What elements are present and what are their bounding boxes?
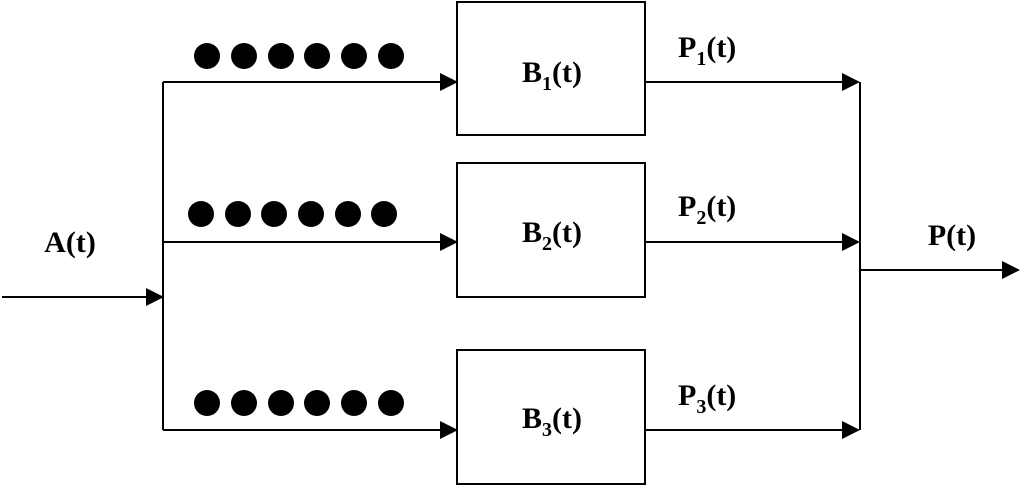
queue-dot	[378, 43, 404, 69]
branch-2-output-arrowhead	[842, 233, 860, 251]
server-box-1	[456, 1, 646, 136]
server-box-2	[456, 162, 646, 298]
server-label-1: B1(t)	[522, 56, 582, 95]
queue-dot	[341, 390, 367, 416]
output-label: P(t)	[928, 219, 976, 252]
queue-dot	[268, 390, 294, 416]
branch-1: B1(t) P1(t)	[163, 1, 860, 136]
output-arrowhead	[1002, 261, 1020, 279]
queue-dot	[371, 201, 397, 227]
branch-3-queue	[194, 390, 404, 416]
branch-2: B2(t) P2(t)	[163, 162, 860, 298]
branch-3-output-arrowhead	[842, 421, 860, 439]
queue-dot	[341, 43, 367, 69]
input-label: A(t)	[44, 226, 96, 259]
queue-dot	[225, 201, 251, 227]
server-box-3	[456, 349, 646, 485]
server-label-2: B2(t)	[522, 216, 582, 255]
queue-dot	[188, 201, 214, 227]
branch-1-input-arrowhead	[440, 73, 458, 91]
branch-2-input-arrowhead	[440, 233, 458, 251]
queue-dot	[335, 201, 361, 227]
output-label-1: P1(t)	[678, 31, 736, 70]
queue-dot	[231, 43, 257, 69]
queue-dot	[268, 43, 294, 69]
queue-dot	[231, 390, 257, 416]
branch-1-queue	[194, 43, 404, 69]
queue-dot	[194, 43, 220, 69]
queue-dot	[304, 43, 330, 69]
queue-dot	[261, 201, 287, 227]
output-label-3: P3(t)	[678, 379, 736, 418]
queue-dot	[304, 390, 330, 416]
queue-dot	[298, 201, 324, 227]
branch-1-output-arrowhead	[842, 73, 860, 91]
input-arrowhead	[146, 288, 164, 306]
server-label-3: B3(t)	[522, 402, 582, 441]
output-label-2: P2(t)	[678, 190, 736, 229]
queue-dot	[378, 390, 404, 416]
queue-dot	[194, 390, 220, 416]
branch-3-input-arrowhead	[440, 421, 458, 439]
branch-3: B3(t) P3(t)	[163, 349, 860, 485]
branch-2-queue	[188, 201, 397, 227]
